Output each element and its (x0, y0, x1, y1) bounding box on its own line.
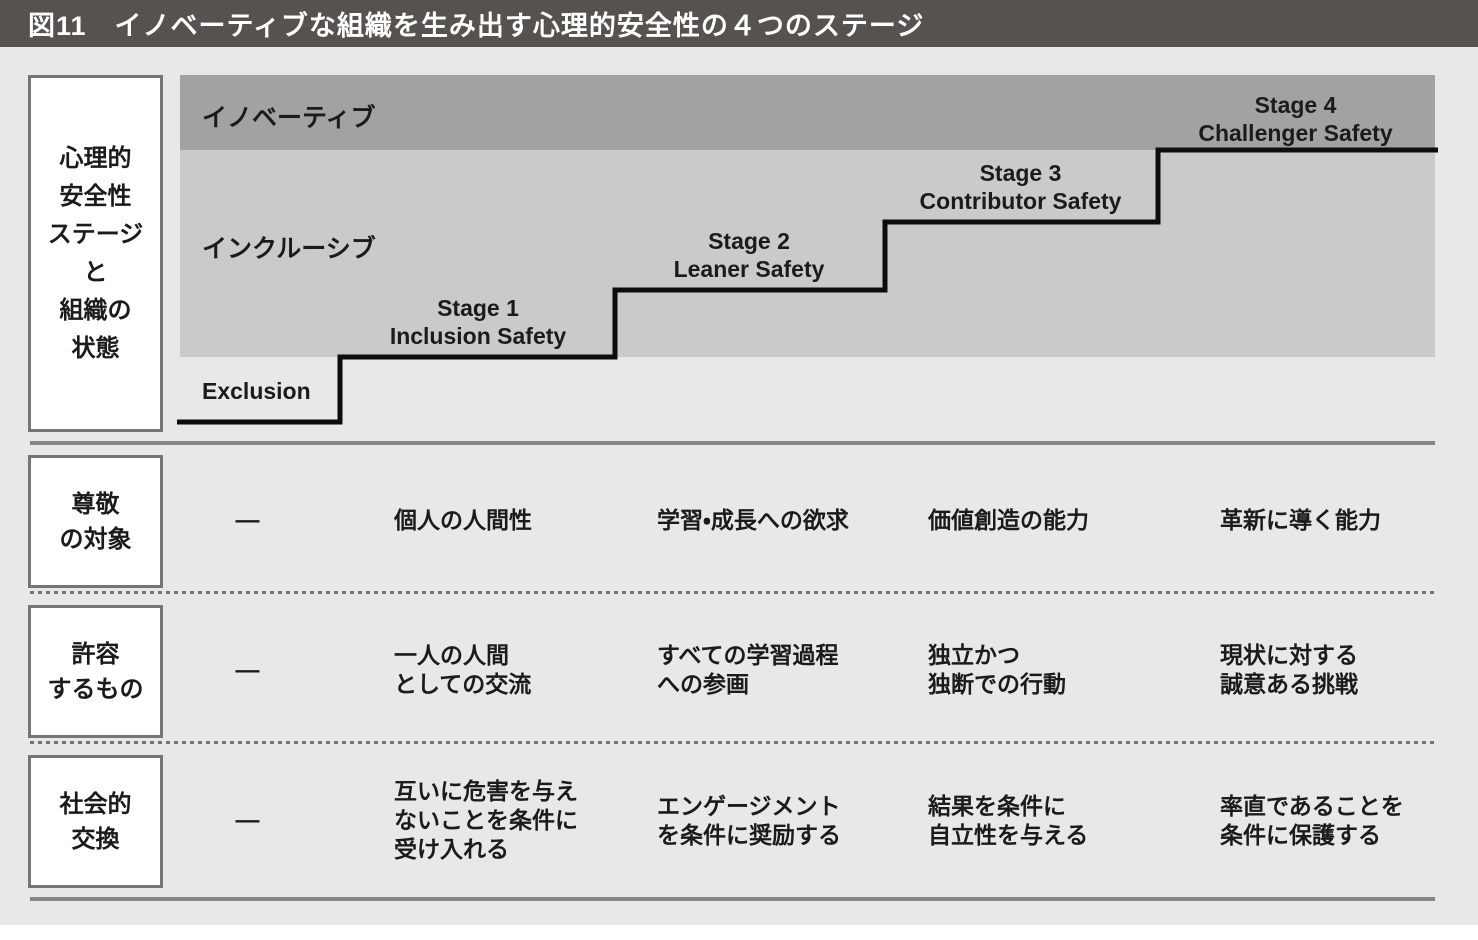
row-header-social-exchange: 社会的 交換 (28, 755, 163, 888)
stage-3-name: Contributor Safety (919, 188, 1122, 214)
separator-line-top (30, 441, 1435, 445)
table-cell: — (235, 807, 260, 834)
staircase-line (177, 147, 1438, 425)
band-innovative (180, 75, 1435, 150)
separator-dotted-2 (30, 741, 1435, 744)
stage-2-id: Stage 2 (708, 228, 790, 254)
stage-1-name: Inclusion Safety (389, 323, 567, 349)
stage-4-label: Stage 4 Challenger Safety (1156, 91, 1435, 147)
table-cell: 現状に対する 誠意ある挑戦 (1220, 642, 1358, 697)
table-cell: すべての学習過程 への参画 (657, 642, 839, 697)
row-header-tolerance-label: 許容 するもの (47, 640, 144, 703)
figure-number: 図11 (28, 11, 87, 41)
table-cell: 率直であることを 条件に保護する (1220, 793, 1404, 848)
table-cell: 価値創造の能力 (928, 507, 1089, 533)
separator-line-bottom (30, 897, 1435, 901)
table-cell: — (235, 507, 260, 534)
table-cell: 互いに危害を与え ないことを条件に 受け入れる (394, 778, 578, 862)
side-header-psych-safety-stage: 心理的 安全性 ステージ と 組織の 状態 (28, 75, 163, 432)
stage-1-label: Stage 1 Inclusion Safety (340, 294, 616, 350)
row-header-tolerance: 許容 するもの (28, 605, 163, 738)
stage-3-label: Stage 3 Contributor Safety (883, 159, 1158, 215)
side-header-label: 心理的 安全性 ステージ と 組織の 状態 (47, 144, 144, 362)
table-cell: 個人の人間性 (394, 507, 532, 533)
stage-3-id: Stage 3 (979, 160, 1062, 186)
stage-4-id: Stage 4 (1254, 92, 1337, 118)
stage-2-name: Leaner Safety (673, 256, 825, 282)
table-cell: 革新に導く能力 (1220, 507, 1381, 533)
band-label-inclusive: インクルーシブ (202, 235, 376, 263)
row-header-respect: 尊敬 の対象 (28, 455, 163, 588)
table-cell: — (235, 657, 260, 684)
table-cell: エンゲージメント を条件に奨励する (657, 793, 841, 848)
table-cell: 学習・成長への欲求 (657, 507, 849, 533)
exclusion-label: Exclusion (202, 378, 311, 404)
table-cell: 独立かつ 独断での行動 (928, 642, 1066, 697)
stage-1-id: Stage 1 (437, 295, 519, 321)
table-cell: 一人の人間 としての交流 (394, 642, 532, 697)
table-cell: 結果を条件に 自立性を与える (928, 793, 1089, 848)
figure-title: イノベーティブな組織を生み出す心理的安全性の４つのステージ (114, 11, 925, 41)
band-label-innovative: イノベーティブ (202, 104, 376, 132)
stage-2-label: Stage 2 Leaner Safety (613, 227, 885, 283)
row-header-social-exchange-label: 社会的 交換 (59, 790, 132, 853)
band-inclusive (180, 150, 1435, 357)
figure-title-bar: 図11 イノベーティブな組織を生み出す心理的安全性の４つのステージ (0, 0, 1478, 47)
separator-dotted-1 (30, 591, 1435, 594)
stage-4-name: Challenger Safety (1198, 120, 1393, 146)
row-header-respect-label: 尊敬 の対象 (59, 490, 132, 553)
